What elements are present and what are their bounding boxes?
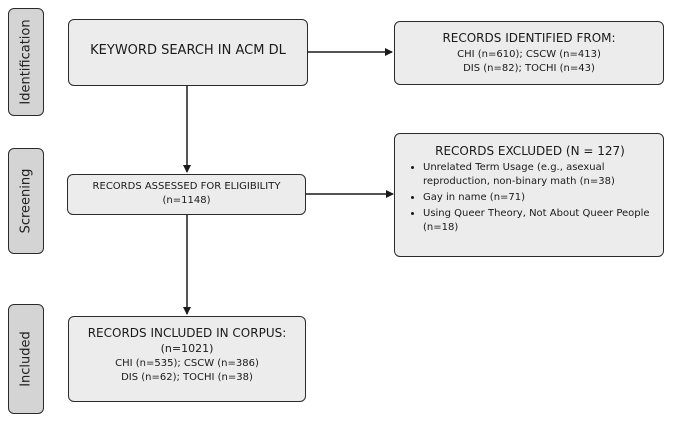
records-identified-box: RECORDS IDENTIFIED FROM: CHI (n=610); CS… xyxy=(394,21,664,85)
records-assessed-count: (n=1148) xyxy=(162,195,211,206)
records-identified-line1: CHI (n=610); CSCW (n=413) xyxy=(457,49,601,60)
stage-identification: Identification xyxy=(8,8,44,116)
exclusion-reason: Using Queer Theory, Not About Queer Peop… xyxy=(423,207,655,235)
stage-included: Included xyxy=(8,304,44,414)
keyword-search-box: KEYWORD SEARCH IN ACM DL xyxy=(68,19,308,86)
records-included-line1: CHI (n=535); CSCW (n=386) xyxy=(115,358,259,369)
records-excluded-box: RECORDS EXCLUDED (N = 127) Unrelated Ter… xyxy=(394,133,664,257)
records-excluded-title: RECORDS EXCLUDED (N = 127) xyxy=(435,144,625,158)
records-assessed-box: RECORDS ASSESSED FOR ELIGIBILITY (n=1148… xyxy=(67,174,306,215)
records-included-title: RECORDS INCLUDED IN CORPUS: xyxy=(87,326,287,340)
records-included-count: (n=1021) xyxy=(160,342,214,355)
records-identified-line2: DIS (n=82); TOCHI (n=43) xyxy=(463,63,595,74)
keyword-search-label: KEYWORD SEARCH IN ACM DL xyxy=(90,43,286,58)
exclusion-reason: Unrelated Term Usage (e.g., asexual repr… xyxy=(423,161,655,189)
records-included-line2: DIS (n=62); TOCHI (n=38) xyxy=(121,372,253,383)
stage-screening: Screening xyxy=(8,148,44,254)
records-included-box: RECORDS INCLUDED IN CORPUS: (n=1021) CHI… xyxy=(68,316,306,402)
records-identified-title: RECORDS IDENTIFIED FROM: xyxy=(442,31,616,45)
exclusion-reason: Gay in name (n=71) xyxy=(423,191,655,205)
exclusion-reasons-list: Unrelated Term Usage (e.g., asexual repr… xyxy=(405,161,655,235)
records-assessed-title: RECORDS ASSESSED FOR ELIGIBILITY xyxy=(92,181,281,192)
